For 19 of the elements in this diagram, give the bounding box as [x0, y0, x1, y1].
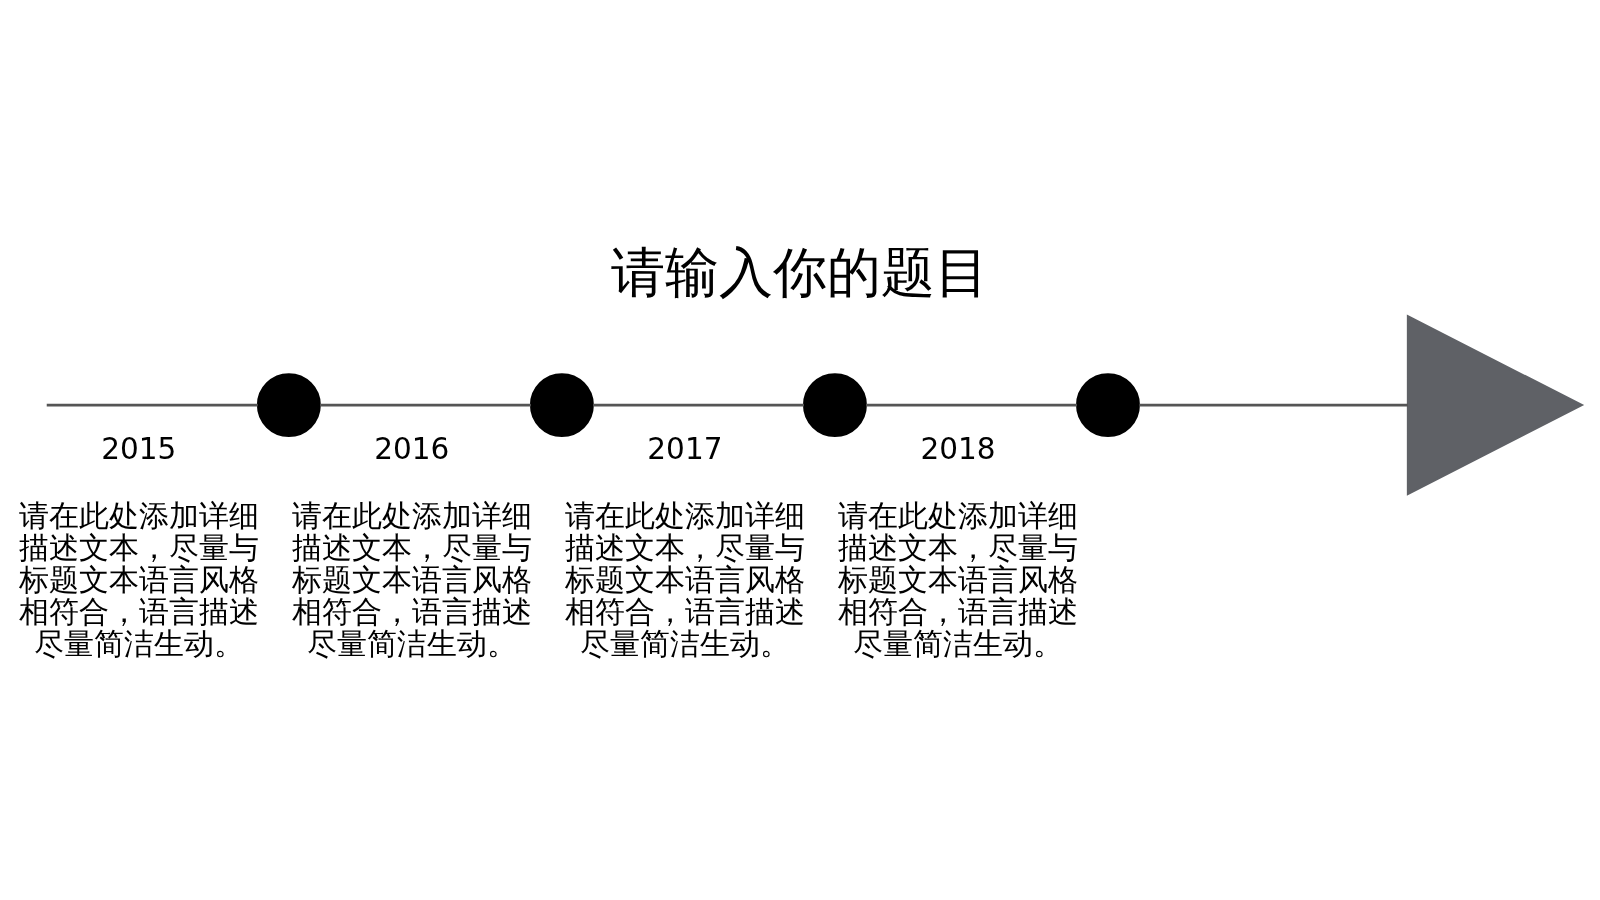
connector — [46, 403, 258, 407]
node-label: 2015 — [100, 432, 176, 467]
node-label: 2018 — [919, 432, 995, 467]
connector — [319, 403, 531, 407]
node-circle — [1075, 373, 1140, 438]
node-circle — [802, 373, 867, 438]
node-picture — [1406, 314, 1584, 496]
node-circle — [256, 373, 321, 438]
node-label: 请在此处添加详细描述文本，尽量与标题文本语言风格相符合，语言描述尽量简洁生动。 — [18, 498, 259, 661]
node-label: 请在此处添加详细描述文本，尽量与标题文本语言风格相符合，语言描述尽量简洁生动。 — [564, 498, 805, 661]
diagram-title: 请输入你的题目 — [611, 240, 989, 304]
node-circle — [529, 373, 594, 438]
node-label: 2017 — [646, 432, 722, 467]
node-label: 请在此处添加详细描述文本，尽量与标题文本语言风格相符合，语言描述尽量简洁生动。 — [837, 498, 1078, 661]
node-label: 请在此处添加详细描述文本，尽量与标题文本语言风格相符合，语言描述尽量简洁生动。 — [291, 498, 532, 661]
connector — [592, 403, 804, 407]
connector — [1138, 403, 1408, 407]
connector — [865, 403, 1077, 407]
node-label: 2016 — [373, 432, 449, 467]
